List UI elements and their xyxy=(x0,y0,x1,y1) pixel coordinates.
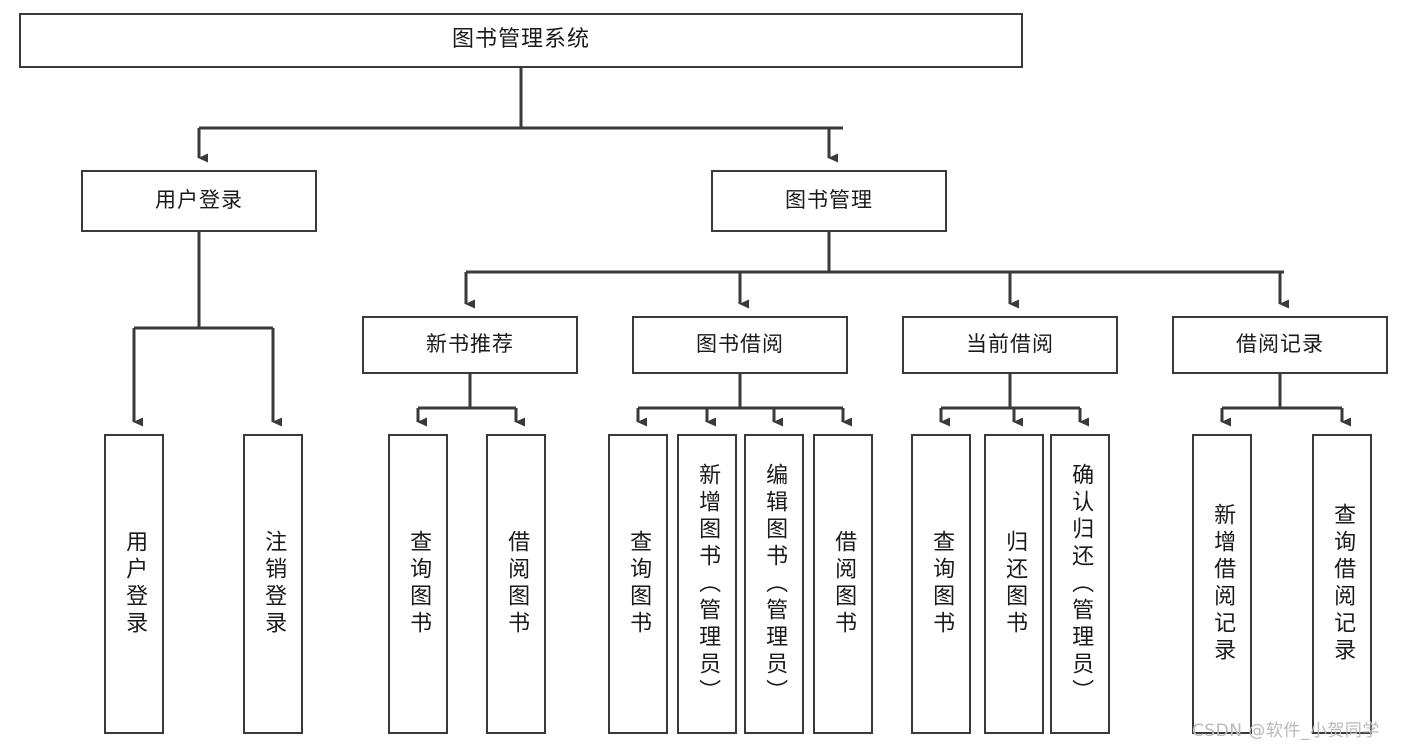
node-leaf-query-book-recommend[interactable]: 查询图书 xyxy=(388,434,448,734)
node-label: 当前借阅 xyxy=(966,332,1054,357)
node-label: 图书管理 xyxy=(785,188,873,213)
node-label: 查询图书 xyxy=(929,530,955,638)
node-leaf-query-book-borrow[interactable]: 查询图书 xyxy=(608,434,668,734)
node-book-borrow[interactable]: 图书借阅 xyxy=(632,316,848,374)
node-leaf-borrow-book[interactable]: 借阅图书 xyxy=(813,434,873,734)
node-label: 图书借阅 xyxy=(696,332,784,357)
node-label: 归还图书 xyxy=(1002,530,1028,638)
node-label: 查询借阅记录 xyxy=(1330,503,1356,665)
node-new-book-recommend[interactable]: 新书推荐 xyxy=(362,316,578,374)
node-leaf-query-book-current[interactable]: 查询图书 xyxy=(911,434,971,734)
node-leaf-user-login[interactable]: 用户登录 xyxy=(104,434,164,734)
node-label: 确认归还（管理员） xyxy=(1068,462,1094,706)
node-label: 借阅图书 xyxy=(831,530,857,638)
node-leaf-add-borrow-record[interactable]: 新增借阅记录 xyxy=(1192,434,1252,734)
node-user-login[interactable]: 用户登录 xyxy=(81,170,317,232)
node-current-borrow[interactable]: 当前借阅 xyxy=(902,316,1118,374)
node-label: 注销登录 xyxy=(261,530,287,638)
node-root-system[interactable]: 图书管理系统 xyxy=(19,13,1023,68)
node-leaf-query-borrow-record[interactable]: 查询借阅记录 xyxy=(1312,434,1372,734)
node-label: 用户登录 xyxy=(155,188,243,213)
node-label: 新书推荐 xyxy=(426,332,514,357)
node-label: 用户登录 xyxy=(122,530,148,638)
node-leaf-edit-book[interactable]: 编辑图书（管理员） xyxy=(744,434,804,734)
node-leaf-user-logout[interactable]: 注销登录 xyxy=(243,434,303,734)
node-book-manage[interactable]: 图书管理 xyxy=(711,170,947,232)
node-label: 查询图书 xyxy=(406,530,432,638)
node-leaf-return-book[interactable]: 归还图书 xyxy=(984,434,1044,734)
node-label: 新增图书（管理员） xyxy=(695,462,721,706)
node-label: 新增借阅记录 xyxy=(1210,503,1236,665)
node-leaf-confirm-return[interactable]: 确认归还（管理员） xyxy=(1050,434,1110,734)
node-leaf-borrow-book-recommend[interactable]: 借阅图书 xyxy=(486,434,546,734)
node-label: 编辑图书（管理员） xyxy=(762,462,788,706)
node-label: 查询图书 xyxy=(626,530,652,638)
node-label: 借阅记录 xyxy=(1236,332,1324,357)
node-label: 借阅图书 xyxy=(504,530,530,638)
node-leaf-add-book[interactable]: 新增图书（管理员） xyxy=(677,434,737,734)
node-borrow-record[interactable]: 借阅记录 xyxy=(1172,316,1388,374)
csdn-watermark: CSDN @软件_小贺同学 xyxy=(1192,721,1380,741)
node-label: 图书管理系统 xyxy=(451,27,590,53)
